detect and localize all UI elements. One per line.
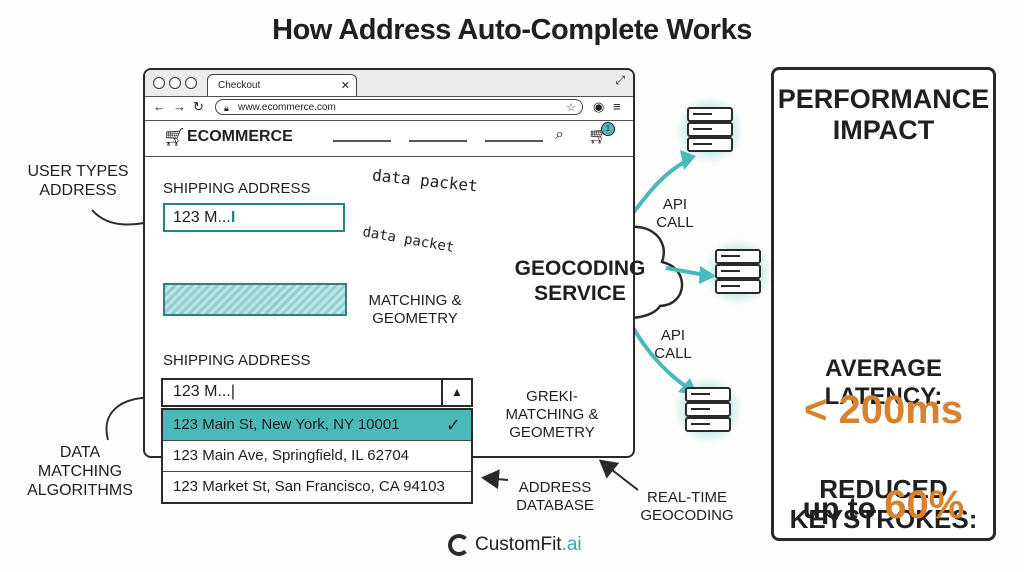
api-arrow-mid bbox=[665, 266, 706, 277]
caret: | bbox=[230, 383, 235, 400]
address-database-label: ADDRESS DATABASE bbox=[516, 479, 594, 514]
latency-value: < 200ms bbox=[803, 388, 964, 432]
reduced-keystrokes-row: up to 60% bbox=[774, 483, 993, 528]
suggestion-text: 123 Market St, San Francisco, CA 94103 bbox=[173, 478, 445, 495]
data-matching-label: DATA MATCHING ALGORITHMS bbox=[27, 444, 133, 499]
input-2-value: 123 M... bbox=[173, 383, 231, 400]
profile-icon[interactable]: ◉ bbox=[593, 99, 605, 114]
url-bar[interactable]: 🔒︎ www.ecommerce.com ☆ bbox=[215, 99, 583, 115]
user-types-label: USER TYPES ADDRESS bbox=[27, 163, 129, 199]
url-text: www.ecommerce.com bbox=[238, 102, 336, 113]
reduced-prefix: up to bbox=[802, 492, 885, 525]
suggestion-item[interactable]: 123 Market St, San Francisco, CA 94103 bbox=[163, 472, 471, 502]
forward-icon[interactable]: → bbox=[173, 99, 186, 114]
shipping-address-label-2: SHIPPING ADDRESS bbox=[163, 352, 311, 369]
lock-icon: 🔒︎ bbox=[224, 103, 229, 113]
api-call-label-2: API CALL bbox=[654, 327, 692, 362]
server-icon-bottom bbox=[685, 387, 731, 432]
search-icon[interactable]: ⌕ bbox=[555, 126, 564, 143]
performance-title: PERFORMANCE IMPACT bbox=[777, 84, 990, 145]
greki-matching-label: GREKI- MATCHING & GEOMETRY bbox=[505, 388, 599, 441]
performance-panel: PERFORMANCE IMPACT AVERAGE LATENCY: < 20… bbox=[771, 67, 996, 541]
customfit-logo: CustomFit.ai bbox=[448, 534, 582, 556]
reload-icon[interactable]: ↻ bbox=[193, 99, 204, 114]
realtime-arrow bbox=[598, 459, 639, 491]
logo-suffix: .ai bbox=[561, 534, 582, 556]
window-maximize-dot[interactable] bbox=[185, 77, 197, 89]
logo-text: CustomFit bbox=[475, 534, 562, 556]
tab-close-icon[interactable]: ✕ bbox=[340, 80, 350, 92]
address-db-arrow bbox=[481, 469, 509, 490]
suggestion-item[interactable]: 123 Main St, New York, NY 10001 ✓ bbox=[163, 410, 471, 441]
browser-tab[interactable]: Checkout ✕ bbox=[207, 74, 357, 96]
brand-name[interactable]: ECOMMERCE bbox=[187, 128, 293, 145]
window-close-dot[interactable] bbox=[153, 77, 165, 89]
suggestion-dropdown: 123 Main St, New York, NY 10001 ✓ 123 Ma… bbox=[161, 408, 473, 504]
checkmark-icon: ✓ bbox=[445, 415, 461, 435]
tab-label: Checkout bbox=[218, 80, 261, 91]
reduced-keystrokes-label: REDUCED KEYSTROKES: bbox=[789, 474, 978, 534]
suggestion-text: 123 Main Ave, Springfield, IL 62704 bbox=[173, 447, 410, 464]
cart-logo-icon: 🛒︎ bbox=[163, 127, 186, 147]
latency-label: AVERAGE LATENCY: bbox=[824, 355, 943, 410]
page-title: How Address Auto-Complete Works bbox=[272, 14, 752, 46]
dropdown-toggle-icon[interactable]: ▲ bbox=[441, 380, 471, 405]
shipping-address-input-1[interactable]: 123 M...I bbox=[163, 203, 345, 232]
back-icon[interactable]: ← bbox=[153, 99, 166, 114]
text-cursor-icon: I bbox=[230, 209, 236, 226]
server-icon-mid bbox=[715, 249, 761, 294]
matching-geometry-label: MATCHING & GEOMETRY bbox=[368, 292, 462, 327]
shipping-address-label-1: SHIPPING ADDRESS bbox=[163, 180, 311, 197]
nav-placeholder-3[interactable] bbox=[485, 140, 543, 142]
server-icon-top bbox=[687, 107, 733, 152]
loading-placeholder-field bbox=[163, 283, 347, 316]
bookmark-star-icon[interactable]: ☆ bbox=[566, 102, 576, 114]
reduced-value: 60% bbox=[884, 483, 965, 527]
browser-tabbar: Checkout ✕ ⤢ bbox=[145, 70, 633, 97]
menu-icon[interactable]: ≡ bbox=[613, 99, 621, 114]
window-minimize-dot[interactable] bbox=[169, 77, 181, 89]
realtime-geocoding-label: REAL-TIME GEOCODING bbox=[640, 489, 734, 524]
address-bar-row: ← → ↻ 🔒︎ www.ecommerce.com ☆ ◉ ≡ bbox=[145, 96, 633, 121]
customfit-logo-icon bbox=[448, 534, 470, 556]
shipping-address-input-2[interactable]: 123 M...| ▲ bbox=[161, 378, 473, 407]
api-call-label-1: API CALL bbox=[656, 196, 694, 231]
suggestion-text: 123 Main St, New York, NY 10001 bbox=[173, 416, 400, 433]
cart-count-badge: 1 bbox=[601, 122, 615, 136]
nav-placeholder-1[interactable] bbox=[333, 140, 391, 142]
site-header: 🛒︎ ECOMMERCE ⌕ 🛒︎ 1 bbox=[145, 120, 633, 157]
suggestion-item[interactable]: 123 Main Ave, Springfield, IL 62704 bbox=[163, 441, 471, 472]
expand-icon[interactable]: ⤢ bbox=[615, 73, 625, 87]
geocoding-service-label: GEOCODING SERVICE bbox=[514, 257, 646, 305]
nav-placeholder-2[interactable] bbox=[409, 140, 467, 142]
input-1-value: 123 M... bbox=[173, 209, 231, 226]
